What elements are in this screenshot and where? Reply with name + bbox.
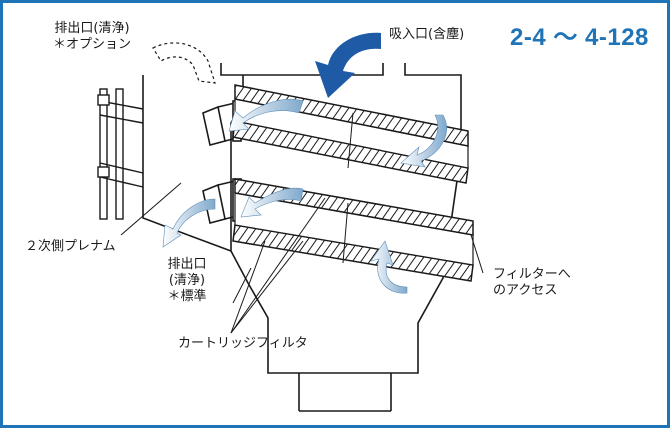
outlet-standard-label: 排出口 (清浄) ＊標準 [157, 257, 217, 305]
secondary-plenum-label: ２次側プレナム [25, 239, 116, 254]
lower-cartridge-filter [232, 178, 474, 282]
cartridge-filter-label: カートリッジフィルタ [178, 336, 308, 351]
outlet-option-label: 排出口(清浄) ＊オプション [53, 21, 131, 53]
optional-outlet-dashed [152, 42, 216, 84]
flow-arrows [162, 98, 447, 294]
filter-access-line2: のアクセス [493, 283, 558, 298]
model-range-label: 2-4 〜 4-128 [510, 24, 649, 51]
filter-access-label: フィルターへ のアクセス [493, 267, 571, 299]
outlet-standard-line1: 排出口 [167, 257, 207, 272]
leader-lines [120, 182, 484, 334]
inlet-label: 吸入口(含塵) [389, 27, 465, 42]
inlet-arrow [315, 32, 381, 98]
plenum-rails [97, 88, 144, 220]
filter-access-line1: フィルターへ [493, 267, 571, 282]
collector-diagram [97, 32, 484, 412]
outlet-option-line2: ＊オプション [53, 37, 132, 52]
outlet-standard-line3: ＊標準 [167, 289, 207, 304]
outlet-standard-line2: (清浄) [168, 273, 206, 288]
outlet-option-line1: 排出口(清浄) [54, 21, 130, 36]
upper-cartridge-filter [232, 84, 469, 184]
